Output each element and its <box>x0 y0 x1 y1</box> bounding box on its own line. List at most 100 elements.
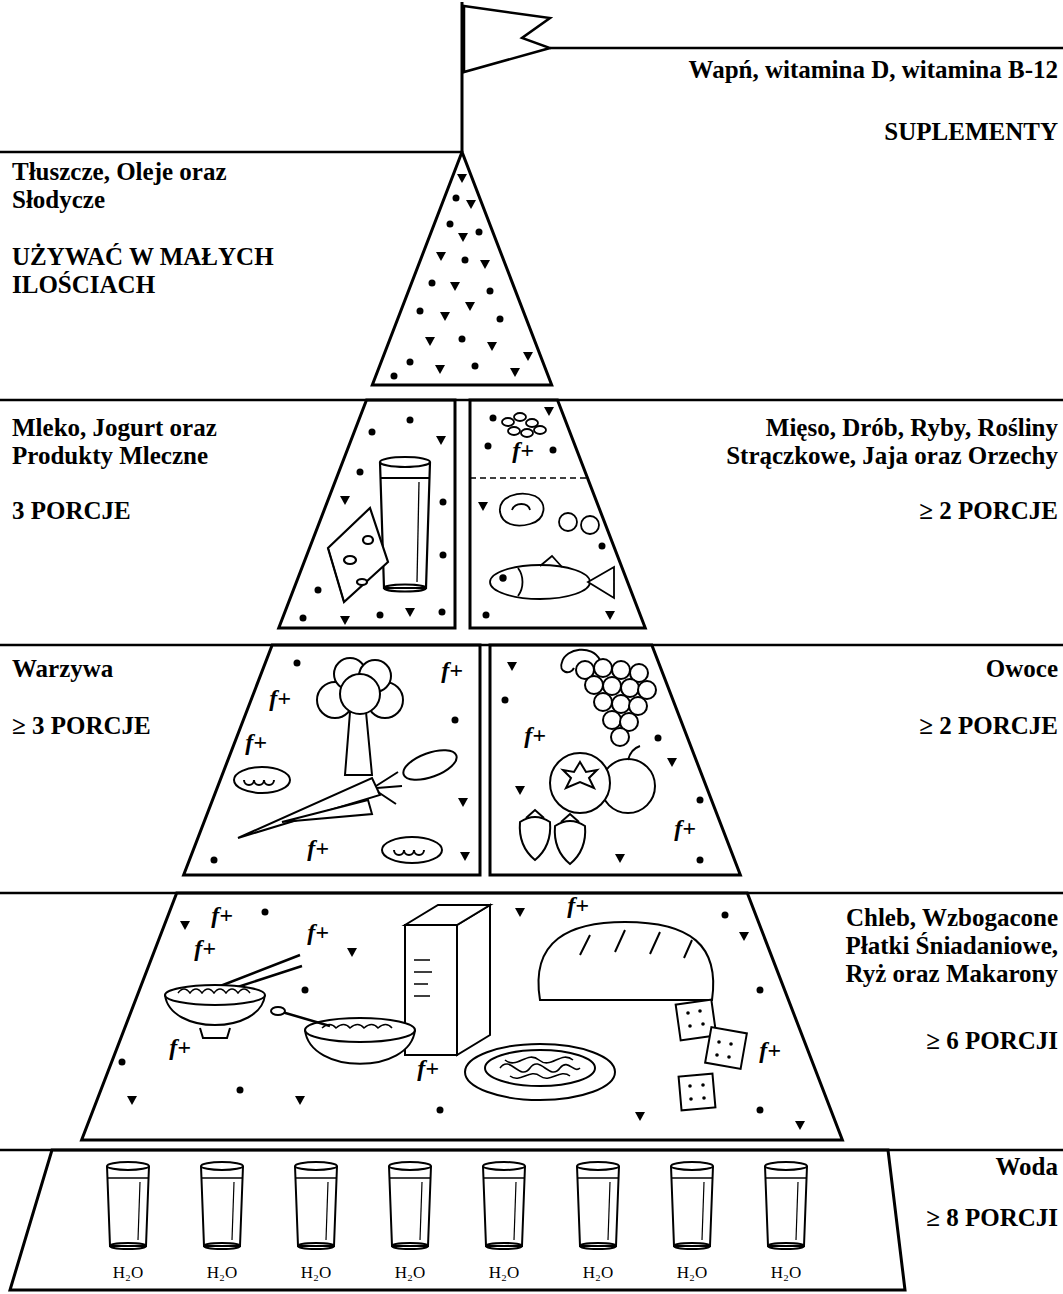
fat-dot <box>407 417 414 424</box>
bean <box>514 413 526 421</box>
cereal-bowl-rim <box>305 1018 415 1042</box>
meat-marbling <box>512 504 530 510</box>
fat-dot <box>300 615 307 622</box>
bread-loaf <box>538 922 713 1000</box>
fat-dot <box>487 288 494 295</box>
sugar-triangle <box>465 302 475 311</box>
sugar-triangle <box>480 260 490 269</box>
fat-dot <box>315 587 322 594</box>
protein-band: Mięso, Drób, Ryby, Rośliny Strączkowe, J… <box>462 400 1063 632</box>
group-heading: Woda <box>858 1153 1058 1181</box>
sugar-triangle <box>487 342 497 351</box>
vegetable-trapezoid <box>184 645 480 875</box>
water-formula: H₂O <box>489 1264 519 1281</box>
protein-marks <box>478 407 615 620</box>
serving-count: 3 PORCJE <box>12 497 212 525</box>
fat-dot <box>211 857 218 864</box>
water-formula: H₂O <box>207 1264 237 1281</box>
water-glass <box>483 1162 525 1249</box>
egg <box>559 513 577 531</box>
sugar-triangle <box>405 608 415 617</box>
strawberry <box>555 821 585 864</box>
fortified-mark: f+ <box>307 920 329 944</box>
sugar-triangle <box>340 496 350 505</box>
fortified-mark: f+ <box>512 438 534 462</box>
sugar-triangle <box>466 200 476 209</box>
sugar-triangle <box>450 282 460 291</box>
fortified-mark: f+ <box>245 730 267 754</box>
sugar-triangle <box>510 368 520 377</box>
sugar-triangle <box>515 786 525 795</box>
band-rule <box>550 47 1063 50</box>
grape <box>594 659 612 677</box>
fortified-mark: f+ <box>759 1038 781 1062</box>
sugar-triangle <box>425 337 435 346</box>
fat-dot <box>262 909 269 916</box>
grape <box>585 676 603 694</box>
dairy-trapezoid <box>0 400 462 628</box>
grain-drawing <box>165 905 747 1110</box>
fat-dot <box>369 429 376 436</box>
sugar-triangle <box>507 662 517 671</box>
fat-dot <box>302 987 309 994</box>
fat-dot <box>453 195 460 202</box>
cheese-edge <box>328 548 344 602</box>
fruit-drawing <box>520 650 656 864</box>
water-band: Woda≥ 8 PORCJI <box>0 1150 1063 1294</box>
water-formula: H₂O <box>677 1264 707 1281</box>
fat-dot <box>490 415 497 422</box>
grape <box>638 681 656 699</box>
fortified-mark: f+ <box>524 723 546 747</box>
grain-band: Chleb, Wzbogacone Płatki Śniadaniowe, Ry… <box>0 893 1063 1145</box>
fat-dot <box>357 469 364 476</box>
bean <box>502 418 514 426</box>
fruit-marks <box>502 662 704 864</box>
fruit-trapezoid <box>480 645 1063 875</box>
fortified-mark: f+ <box>211 903 233 927</box>
water-formula: H₂O <box>395 1264 425 1281</box>
sugar-triangle <box>440 312 450 321</box>
milk-level <box>381 477 429 479</box>
water-trapezoid <box>10 1150 905 1290</box>
fat-dot <box>391 373 398 380</box>
flag-outline <box>464 6 550 72</box>
fat-dot <box>417 308 424 315</box>
strawberry-leaves <box>526 810 579 822</box>
vegetable-trapezoid <box>0 645 480 875</box>
sugar-triangle <box>180 921 190 930</box>
fat-dot <box>440 552 447 559</box>
fortified-mark: f+ <box>307 836 329 860</box>
cheese-hole <box>344 556 356 564</box>
fortified-mark: f+ <box>567 893 589 917</box>
cheese-hole <box>363 536 373 544</box>
fish-fin <box>540 556 562 567</box>
serving-count: ≥ 2 PORCJE <box>858 712 1058 740</box>
sugar-triangle <box>435 365 445 374</box>
sugar-triangle <box>295 1096 305 1105</box>
protein-trapezoid <box>470 400 645 628</box>
divider-dashed <box>470 477 588 479</box>
fat-dot <box>599 543 606 550</box>
sugar-triangle <box>457 174 467 183</box>
cheese-wedge <box>328 508 388 602</box>
fortified-mark: f+ <box>169 1035 191 1059</box>
box-print <box>414 960 432 996</box>
carrot <box>282 800 372 822</box>
tomato <box>550 753 610 813</box>
broccoli-floret <box>340 674 380 714</box>
sugar-triangle <box>635 1112 645 1121</box>
fat-dot <box>440 499 447 506</box>
pea-pod <box>400 744 461 786</box>
serving-advice: UŻYWAĆ W MAŁYCH ILOŚCIACH <box>12 243 312 299</box>
fat-dot <box>476 229 483 236</box>
grape <box>603 677 621 695</box>
cereal-box-side <box>457 905 490 1055</box>
band-rule <box>0 151 462 154</box>
milk-glass <box>380 462 430 588</box>
fortified-mark: f+ <box>441 658 463 682</box>
group-heading: SUPLEMENTY <box>598 118 1058 146</box>
fat-dot <box>722 912 729 919</box>
group-heading: Mięso, Drób, Ryby, Rośliny Strączkowe, J… <box>688 414 1058 470</box>
fruit-trapezoid <box>480 645 1063 879</box>
